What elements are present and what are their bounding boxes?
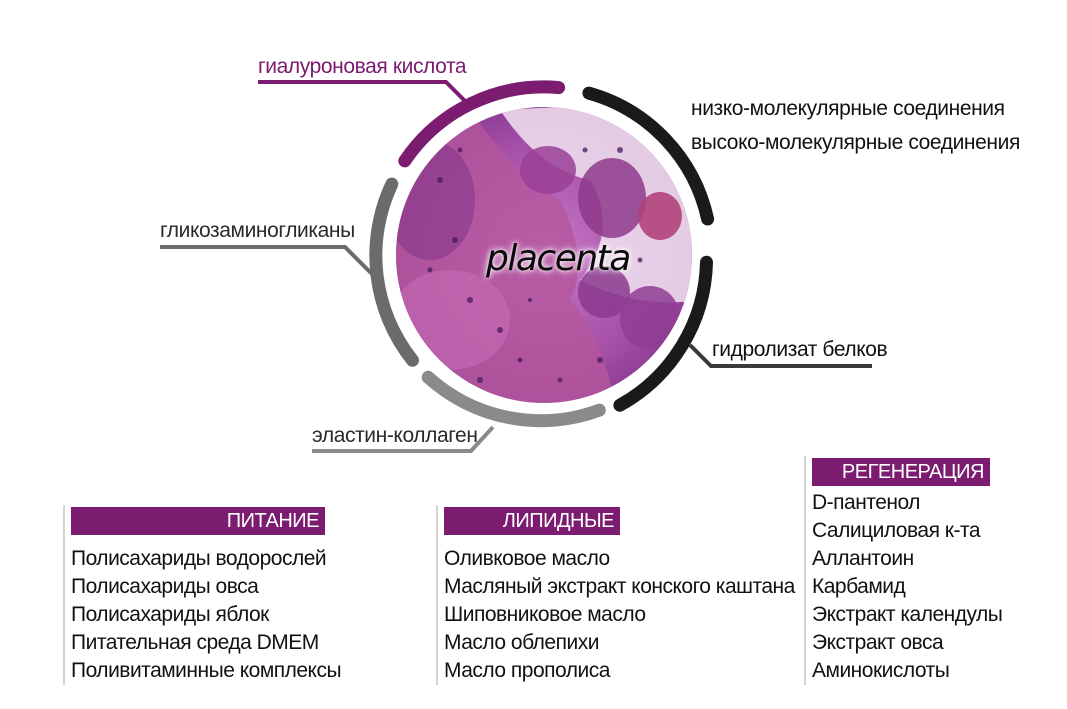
list-item: Питательная среда DMEM: [71, 631, 319, 654]
list-item: Поливитаминные комплексы: [71, 659, 342, 682]
group-title-lipids: ЛИПИДНЫЕ: [444, 507, 620, 535]
leader-protein: [688, 343, 872, 368]
list-item: Оливковое масло: [444, 547, 610, 570]
list-item: Масло прополиса: [444, 659, 610, 682]
arc-hyaluronic: [398, 80, 566, 168]
label-hyaluronic-acid: гиалуроновая кислота: [258, 55, 467, 78]
label-high-molecular: высоко-молекулярные соединения: [691, 131, 1020, 154]
list-item: Шиповниковое масло: [444, 603, 646, 626]
leader-glycosaminoglycans: [160, 245, 377, 279]
group-title-nutrition: ПИТАНИЕ: [71, 507, 325, 535]
center-label: placenta: [486, 238, 631, 279]
group-divider-regeneration: [804, 456, 806, 685]
arc-protein: [613, 255, 713, 412]
arc-glycosaminoglycans: [369, 177, 419, 367]
list-item: Аминокислоты: [812, 659, 950, 682]
arc-molecular: [582, 86, 715, 226]
group-divider-lipids: [436, 505, 438, 685]
label-low-molecular: низко-молекулярные соединения: [691, 97, 1005, 120]
arc-elastin: [421, 370, 606, 428]
list-item: Салициловая к-та: [812, 519, 981, 542]
group-list-lipids: Оливковое масло Масляный экстракт конско…: [444, 545, 795, 685]
group-list-nutrition: Полисахариды водорослей Полисахариды овс…: [71, 545, 342, 685]
label-protein-hydrolysate: гидролизат белков: [712, 338, 888, 361]
list-item: Полисахариды водорослей: [71, 547, 327, 570]
list-item: Карбамид: [812, 575, 906, 598]
group-list-regeneration: D-пантенол Салициловая к-та Аллантоин Ка…: [812, 489, 1003, 685]
label-elastin-collagen: эластин-коллаген: [312, 424, 478, 447]
leader-hyaluronic: [258, 80, 472, 108]
list-item: Экстракт календулы: [812, 603, 1003, 626]
leader-elastin: [312, 425, 495, 453]
list-item: Масло облепихи: [444, 631, 599, 654]
group-title-regeneration: РЕГЕНЕРАЦИЯ: [812, 458, 990, 486]
list-item: Полисахариды яблок: [71, 603, 269, 626]
list-item: Аллантоин: [812, 547, 914, 570]
group-divider-nutrition: [63, 505, 65, 685]
label-glycosaminoglycans: гликозаминогликаны: [160, 219, 355, 242]
list-item: D-пантенол: [812, 491, 920, 514]
list-item: Экстракт овса: [812, 631, 944, 654]
list-item: Полисахариды овса: [71, 575, 259, 598]
list-item: Масляный экстракт конского каштана: [444, 575, 795, 598]
